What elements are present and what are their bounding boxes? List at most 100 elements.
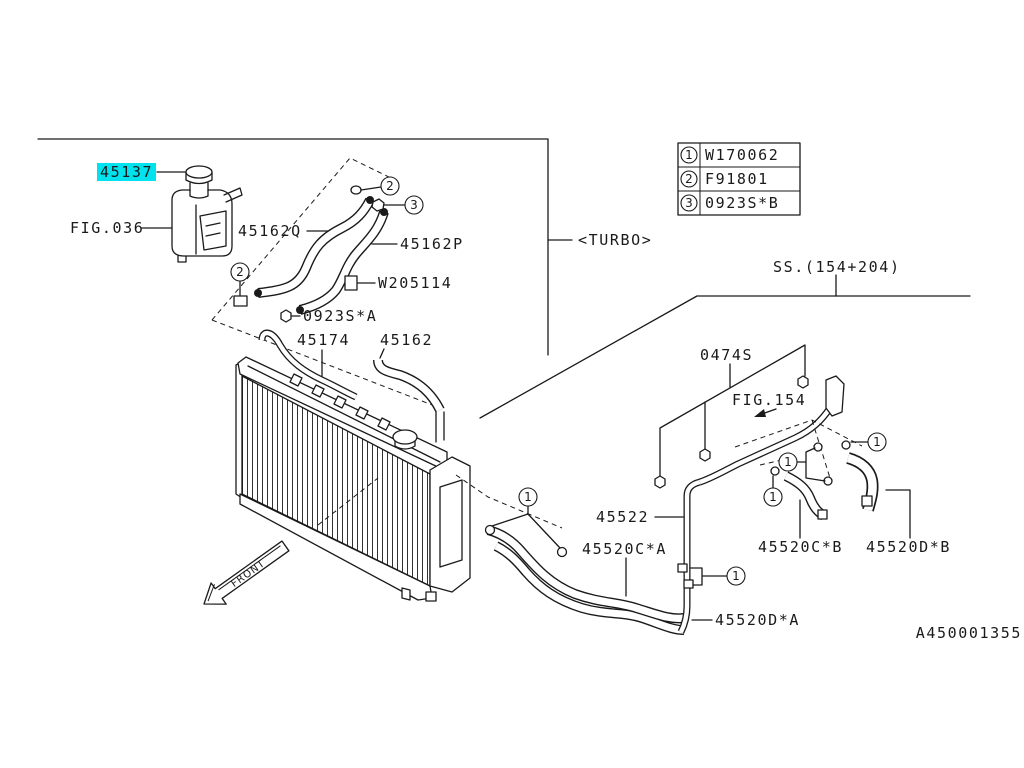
- part-label-45520d-b[interactable]: 45520D*B: [866, 538, 951, 556]
- legend-grid: [678, 143, 800, 215]
- callout: 2: [360, 176, 400, 196]
- tank-neck: [189, 182, 209, 192]
- callout-ring: [778, 452, 798, 472]
- leader-45162: [379, 348, 385, 359]
- callout-leader: [796, 447, 826, 482]
- callout-number: 1: [769, 490, 777, 504]
- front-arrow-inner-line: [207, 545, 281, 602]
- part-label-45520c-a[interactable]: 45520C*A: [582, 540, 667, 558]
- dashed-outline: [211, 157, 396, 321]
- fig-ref-154[interactable]: FIG.154: [732, 391, 806, 409]
- hose-clamp: [254, 289, 262, 297]
- pipe-45522: [681, 482, 700, 632]
- part-label-0474s[interactable]: 0474S: [700, 346, 753, 364]
- callout-number: 2: [386, 179, 394, 193]
- cooler-hose-group: 1 1 0474S FIG.154: [455, 344, 951, 632]
- bolt-0923s-a: [280, 309, 292, 323]
- callout-leader: [689, 567, 728, 586]
- callout-ring: [726, 566, 746, 586]
- fig-ref-036[interactable]: FIG.036: [70, 219, 144, 237]
- callout-number: 1: [784, 455, 792, 469]
- turbo-hose-group: 45162Q 45162P W205114 0923S*A 45174 4516…: [211, 157, 464, 410]
- turbo-variant-label: <TURBO>: [578, 231, 652, 249]
- hose-clamp: [296, 306, 304, 314]
- part-label-45162q[interactable]: 45162Q: [238, 222, 302, 240]
- clip: [233, 295, 248, 307]
- ss-group-bracket: SS.(154+204): [479, 258, 971, 419]
- part-label-45174[interactable]: 45174: [297, 331, 350, 349]
- legend-key: 2: [685, 172, 693, 186]
- hose-clamp: [841, 440, 851, 450]
- part-label-0923s-a[interactable]: 0923S*A: [303, 307, 377, 325]
- part-label-45520c-b[interactable]: 45520C*B: [758, 538, 843, 556]
- dashed-outline: [734, 419, 863, 479]
- ss-bracket-line: [479, 295, 971, 419]
- filler-neck: [435, 411, 445, 443]
- callout-ring: [518, 487, 538, 507]
- turbo-group-bracket: <TURBO>: [37, 138, 652, 356]
- callout: 1: [491, 487, 561, 549]
- legend-row: 3 0923S*B: [680, 194, 779, 212]
- callout-number: 1: [873, 435, 881, 449]
- turbo-bracket-line: [37, 138, 549, 356]
- front-arrow: FRONT: [203, 540, 290, 605]
- fig154-arrow-head: [754, 409, 766, 417]
- legend-key-ring: [680, 170, 698, 188]
- part-label-45520d-a[interactable]: 45520D*A: [715, 611, 800, 629]
- line-bracket: [825, 375, 845, 417]
- radiator-cap: [392, 429, 418, 445]
- legend-key: 3: [685, 196, 693, 210]
- bolt-0474s: [654, 475, 666, 489]
- callout-ring: [230, 262, 250, 282]
- dashed-outline: [211, 319, 441, 409]
- callout-ring: [867, 432, 887, 452]
- legend-part[interactable]: 0923S*B: [705, 194, 779, 212]
- pipe-fitting: [677, 563, 688, 573]
- part-label-45522[interactable]: 45522: [596, 508, 649, 526]
- callout-number: 3: [410, 198, 418, 212]
- hose-fitting: [484, 524, 496, 536]
- callout-ring: [380, 176, 400, 196]
- hose-clamp: [770, 466, 780, 476]
- callout-number: 1: [524, 490, 532, 504]
- front-arrow-icon: [203, 540, 290, 605]
- legend-key: 1: [685, 148, 693, 162]
- legend-key-ring: [680, 146, 698, 164]
- callout: 1: [763, 475, 783, 507]
- hose-clamp: [366, 196, 374, 204]
- callout: 2: [230, 262, 250, 296]
- part-label-45162p[interactable]: 45162P: [400, 235, 464, 253]
- tank-face: [199, 210, 227, 251]
- callout-number: 2: [236, 265, 244, 279]
- bolt-0474s: [699, 448, 711, 462]
- legend-part[interactable]: W170062: [705, 146, 779, 164]
- leader-0474s: [659, 344, 806, 477]
- tank-overflow-nipple: [223, 187, 243, 203]
- callout: 3: [383, 195, 424, 215]
- highlight-45137: [97, 163, 156, 181]
- hose-end-fitting: [861, 495, 873, 507]
- part-label-w205114[interactable]: W205114: [378, 274, 452, 292]
- callout-leader: [491, 505, 561, 549]
- hose-fitting: [556, 546, 568, 558]
- radiator-mount-feet: [401, 587, 437, 602]
- radiator-side-frame: [235, 361, 243, 499]
- part-label-45137[interactable]: 45137: [100, 163, 153, 181]
- clip: [350, 185, 362, 195]
- tank-bottom-spout: [177, 255, 187, 263]
- radiator-lower-frame: [239, 493, 433, 601]
- legend-frame: [677, 142, 801, 216]
- callout-ring: [763, 487, 783, 507]
- part-label-45162[interactable]: 45162: [380, 331, 433, 349]
- side-tank-panel: [439, 479, 463, 568]
- callout-ring: [404, 195, 424, 215]
- legend-part[interactable]: F91801: [705, 170, 769, 188]
- upper-tank-ribs: [289, 373, 391, 431]
- ss-variant-label: SS.(154+204): [773, 258, 901, 276]
- dashed-outline: [317, 477, 379, 526]
- callout: 1: [850, 432, 887, 452]
- callout-leader: [360, 186, 382, 191]
- hose-45162: [378, 360, 440, 410]
- callout: 1: [778, 447, 826, 482]
